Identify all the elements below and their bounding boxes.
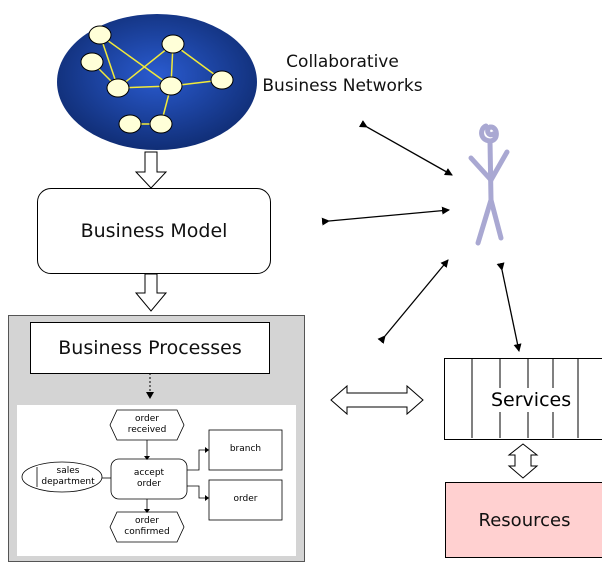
flow-arrow-model-to-processes <box>134 273 168 312</box>
event-order-received-line1: order <box>135 414 159 424</box>
arrow-processes-person <box>377 259 449 344</box>
info-object-order-label: order <box>233 494 258 504</box>
network-node <box>88 25 112 45</box>
network-node <box>118 114 142 134</box>
event-order-received-line2: received <box>127 425 167 435</box>
business-processes-box[interactable]: Business Processes <box>30 322 270 374</box>
network-node <box>159 76 183 96</box>
network-globe-icon <box>57 14 257 150</box>
services-label: Services <box>488 388 575 412</box>
function-accept-order-line1: accept <box>133 468 165 478</box>
sales-department-line1: sales <box>56 466 80 476</box>
network-node <box>210 70 234 90</box>
arrow-network-person <box>358 120 453 176</box>
info-object-branch-label: branch <box>229 444 262 454</box>
network-node <box>149 114 173 134</box>
business-processes-label: Business Processes <box>58 337 242 359</box>
resources-box[interactable]: Resources <box>445 482 602 558</box>
event-order-received-label: order received <box>117 414 177 436</box>
business-model-label: Business Model <box>80 220 228 242</box>
function-accept-order-label: accept order <box>111 468 187 490</box>
network-node <box>106 78 130 98</box>
person-icon <box>468 123 510 246</box>
function-accept-order-line2: order <box>137 479 161 489</box>
event-order-confirmed-line1: order <box>135 516 159 526</box>
network-title: Collaborative Business Networks <box>240 50 445 98</box>
network-node <box>161 34 185 54</box>
event-order-confirmed-label: order confirmed <box>117 516 177 538</box>
network-node <box>80 52 104 72</box>
network-title-line1: Collaborative <box>286 52 399 72</box>
event-order-confirmed-line2: confirmed <box>124 527 170 537</box>
network-title-line2: Business Networks <box>262 76 423 96</box>
double-arrow-services-resources <box>507 443 539 479</box>
business-model-box[interactable]: Business Model <box>37 188 271 274</box>
double-arrow-processes-services <box>330 384 424 416</box>
org-unit-sales-department-label: sales department <box>38 466 98 488</box>
arrow-model-person <box>321 206 450 226</box>
resources-label: Resources <box>478 509 571 531</box>
flow-arrow-network-to-model <box>134 151 168 189</box>
sales-department-line2: department <box>41 477 95 487</box>
arrow-person-services <box>496 262 522 352</box>
